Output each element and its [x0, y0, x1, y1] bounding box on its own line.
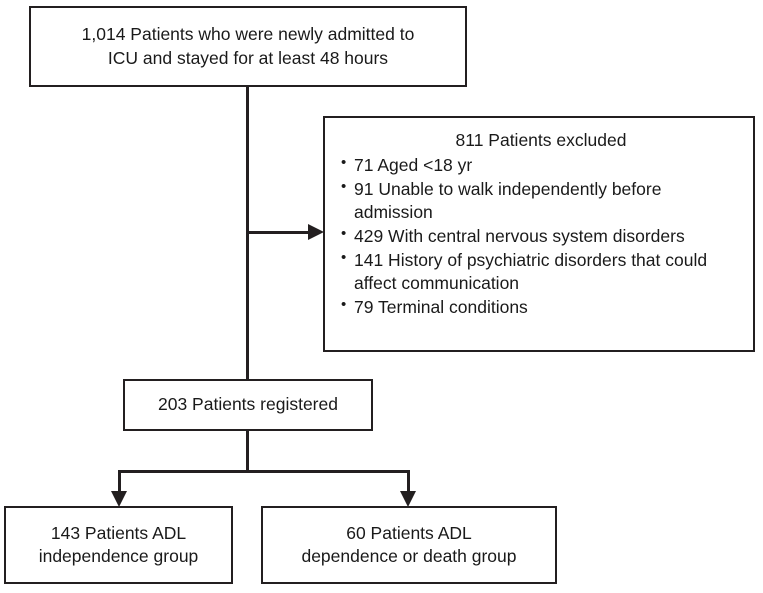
node-registered-patients: 203 Patients registered [123, 379, 373, 431]
connector-trunk-lower [246, 431, 249, 472]
excluded-title: 811 Patients excluded [455, 130, 627, 150]
enrolled-text: 1,014 Patients who were newly admitted t… [82, 23, 415, 69]
connector-split-bar [118, 470, 410, 473]
list-item: 141 History of psychiatric disorders tha… [339, 248, 743, 295]
registered-label: 203 Patients registered [158, 394, 338, 415]
node-excluded-patients: 811 Patients excluded 71 Aged <18 yr 91 … [323, 116, 755, 352]
list-item: 91 Unable to walk independently before a… [339, 177, 743, 224]
dependence-text: 60 Patients ADL dependence or death grou… [301, 522, 516, 568]
arrowhead-down-left-icon [111, 491, 127, 507]
independence-line-1: 143 Patients ADL [50, 522, 187, 543]
connector-leg-right [407, 470, 410, 494]
node-adl-dependence-death-group: 60 Patients ADL dependence or death grou… [261, 506, 557, 584]
list-item: 71 Aged <18 yr [339, 153, 743, 177]
excluded-reason-list: 71 Aged <18 yr 91 Unable to walk indepen… [339, 153, 743, 320]
arrowhead-down-right-icon [400, 491, 416, 507]
enrolled-line-1: 1,014 Patients who were newly admitted t… [81, 24, 415, 45]
independence-text: 143 Patients ADL independence group [39, 522, 199, 568]
dependence-line-1: 60 Patients ADL [346, 522, 472, 543]
list-item: 79 Terminal conditions [339, 295, 743, 319]
list-item: 429 With central nervous system disorder… [339, 224, 743, 248]
connector-exclusion-arm [246, 231, 316, 234]
node-enrolled-patients: 1,014 Patients who were newly admitted t… [29, 6, 467, 87]
node-adl-independence-group: 143 Patients ADL independence group [4, 506, 233, 584]
dependence-line-2: dependence or death group [301, 546, 517, 566]
connector-leg-left [118, 470, 121, 494]
independence-line-2: independence group [38, 546, 199, 566]
arrowhead-right-icon [308, 224, 324, 240]
enrolled-line-2: ICU and stayed for at least 48 hours [107, 47, 389, 68]
